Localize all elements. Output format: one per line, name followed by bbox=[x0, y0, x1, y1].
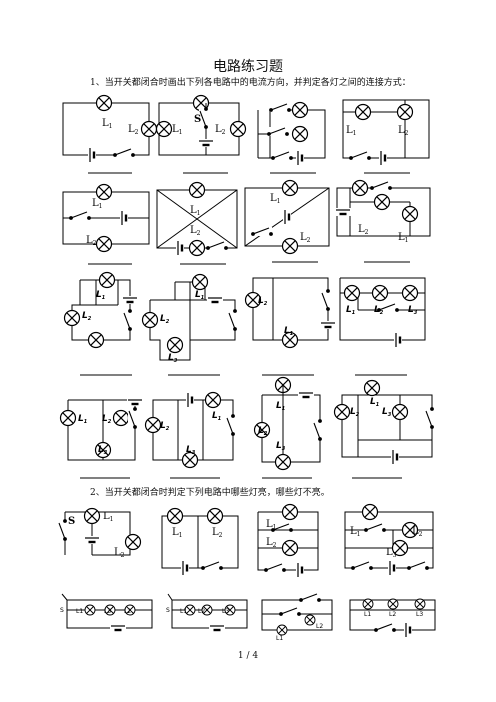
circuit-2b bbox=[156, 181, 238, 258]
svg-text:L2: L2 bbox=[86, 235, 97, 247]
circuit-3c bbox=[244, 277, 338, 349]
svg-text:L2: L2 bbox=[374, 305, 384, 316]
svg-text:L3: L3 bbox=[408, 305, 418, 316]
svg-text:L2: L2 bbox=[350, 407, 360, 418]
circuit-4c bbox=[253, 376, 323, 471]
svg-text:L1: L1 bbox=[190, 205, 200, 217]
circuit-5a bbox=[57, 507, 142, 556]
circuit-4a bbox=[59, 396, 145, 461]
svg-text:L1: L1 bbox=[364, 611, 371, 618]
circuit-5d bbox=[344, 503, 434, 578]
svg-text:L1: L1 bbox=[102, 118, 112, 130]
circuit-6c bbox=[261, 592, 333, 636]
svg-text:L2: L2 bbox=[114, 547, 125, 559]
svg-text:L2: L2 bbox=[215, 124, 226, 136]
svg-text:L2: L2 bbox=[212, 527, 223, 539]
svg-text:L2: L2 bbox=[266, 537, 277, 549]
circuit-5c bbox=[257, 503, 319, 580]
svg-text:L2: L2 bbox=[82, 311, 92, 322]
labels: L1 L2 L1 S L2 L1 L2 L1 L2 L1 L2 L1 L2 L2… bbox=[60, 114, 423, 642]
circuit-3a bbox=[63, 271, 140, 349]
svg-text:L1: L1 bbox=[76, 608, 83, 615]
svg-text:L2: L2 bbox=[398, 125, 409, 137]
svg-text:L1: L1 bbox=[276, 635, 283, 642]
svg-text:L1: L1 bbox=[398, 232, 408, 244]
svg-text:L1: L1 bbox=[346, 125, 356, 137]
svg-text:L1: L1 bbox=[96, 290, 105, 301]
svg-text:L2: L2 bbox=[190, 225, 201, 237]
svg-text:S: S bbox=[68, 516, 75, 527]
svg-text:L2: L2 bbox=[300, 232, 311, 244]
svg-text:L1: L1 bbox=[78, 414, 87, 425]
circuit-4d bbox=[333, 379, 435, 467]
svg-text:L2: L2 bbox=[128, 124, 139, 136]
circuit-2d bbox=[333, 179, 431, 237]
circuit-2a bbox=[62, 183, 150, 253]
svg-text:L2: L2 bbox=[258, 426, 268, 437]
svg-text:L2: L2 bbox=[316, 623, 323, 630]
answer-lines bbox=[80, 172, 410, 479]
svg-text:L1: L1 bbox=[370, 397, 379, 408]
svg-text:L1: L1 bbox=[350, 526, 360, 538]
svg-text:S: S bbox=[194, 114, 201, 125]
svg-text:L2: L2 bbox=[389, 611, 396, 618]
circuit-1a bbox=[62, 94, 158, 165]
svg-text:L2: L2 bbox=[358, 224, 369, 236]
svg-text:L3: L3 bbox=[416, 611, 423, 618]
circuit-3d bbox=[339, 277, 426, 350]
svg-text:L2: L2 bbox=[160, 314, 170, 325]
page-number: 1 / 4 bbox=[237, 651, 259, 661]
svg-text:L3: L3 bbox=[276, 441, 286, 452]
svg-text:L3: L3 bbox=[104, 608, 111, 615]
svg-text:S: S bbox=[60, 607, 64, 614]
circuit-2c bbox=[244, 179, 330, 255]
svg-text:L2: L2 bbox=[258, 296, 268, 307]
svg-text:L2: L2 bbox=[412, 526, 423, 538]
svg-text:L1: L1 bbox=[276, 401, 285, 412]
svg-text:L1: L1 bbox=[212, 411, 221, 422]
question-2: 2、当开关都闭合时判定下列电路中哪些灯亮，哪些灯不亮。 bbox=[90, 488, 330, 498]
svg-text:L1: L1 bbox=[103, 511, 113, 523]
svg-text:L1: L1 bbox=[92, 198, 102, 210]
circuit-1c bbox=[257, 101, 326, 168]
svg-text:S: S bbox=[166, 607, 170, 614]
svg-text:L2: L2 bbox=[198, 608, 205, 615]
svg-text:L1: L1 bbox=[172, 124, 182, 136]
svg-text:L2: L2 bbox=[124, 608, 131, 615]
svg-text:L1: L1 bbox=[172, 527, 182, 539]
svg-text:L3: L3 bbox=[382, 407, 392, 418]
circuit-6b bbox=[167, 593, 248, 634]
svg-text:L1: L1 bbox=[284, 326, 293, 337]
svg-text:L2: L2 bbox=[160, 421, 170, 432]
svg-text:L3: L3 bbox=[168, 353, 178, 364]
circuit-1b bbox=[155, 94, 247, 156]
circuit-5b bbox=[161, 507, 239, 578]
svg-text:L3: L3 bbox=[98, 445, 108, 456]
svg-text:L1: L1 bbox=[270, 193, 280, 205]
svg-text:L3: L3 bbox=[222, 608, 229, 615]
svg-text:L2: L2 bbox=[102, 414, 112, 425]
page-title: 电路练习题 bbox=[213, 59, 283, 75]
svg-text:L1: L1 bbox=[346, 305, 355, 316]
svg-text:L1: L1 bbox=[180, 608, 187, 615]
circuit-6d bbox=[349, 598, 436, 640]
svg-text:L3: L3 bbox=[186, 445, 196, 456]
circuit-6a bbox=[61, 593, 153, 634]
question-1: 1、当开关都闭合时画出下列各电路中的电流方向，并判定各灯之间的连接方式： bbox=[90, 78, 411, 88]
circuit-1d bbox=[342, 99, 430, 168]
svg-text:L3: L3 bbox=[386, 547, 397, 559]
circuit-3b bbox=[141, 273, 238, 361]
circuit-4b bbox=[144, 390, 236, 469]
svg-text:L1: L1 bbox=[266, 519, 276, 531]
svg-text:L1: L1 bbox=[195, 290, 204, 301]
